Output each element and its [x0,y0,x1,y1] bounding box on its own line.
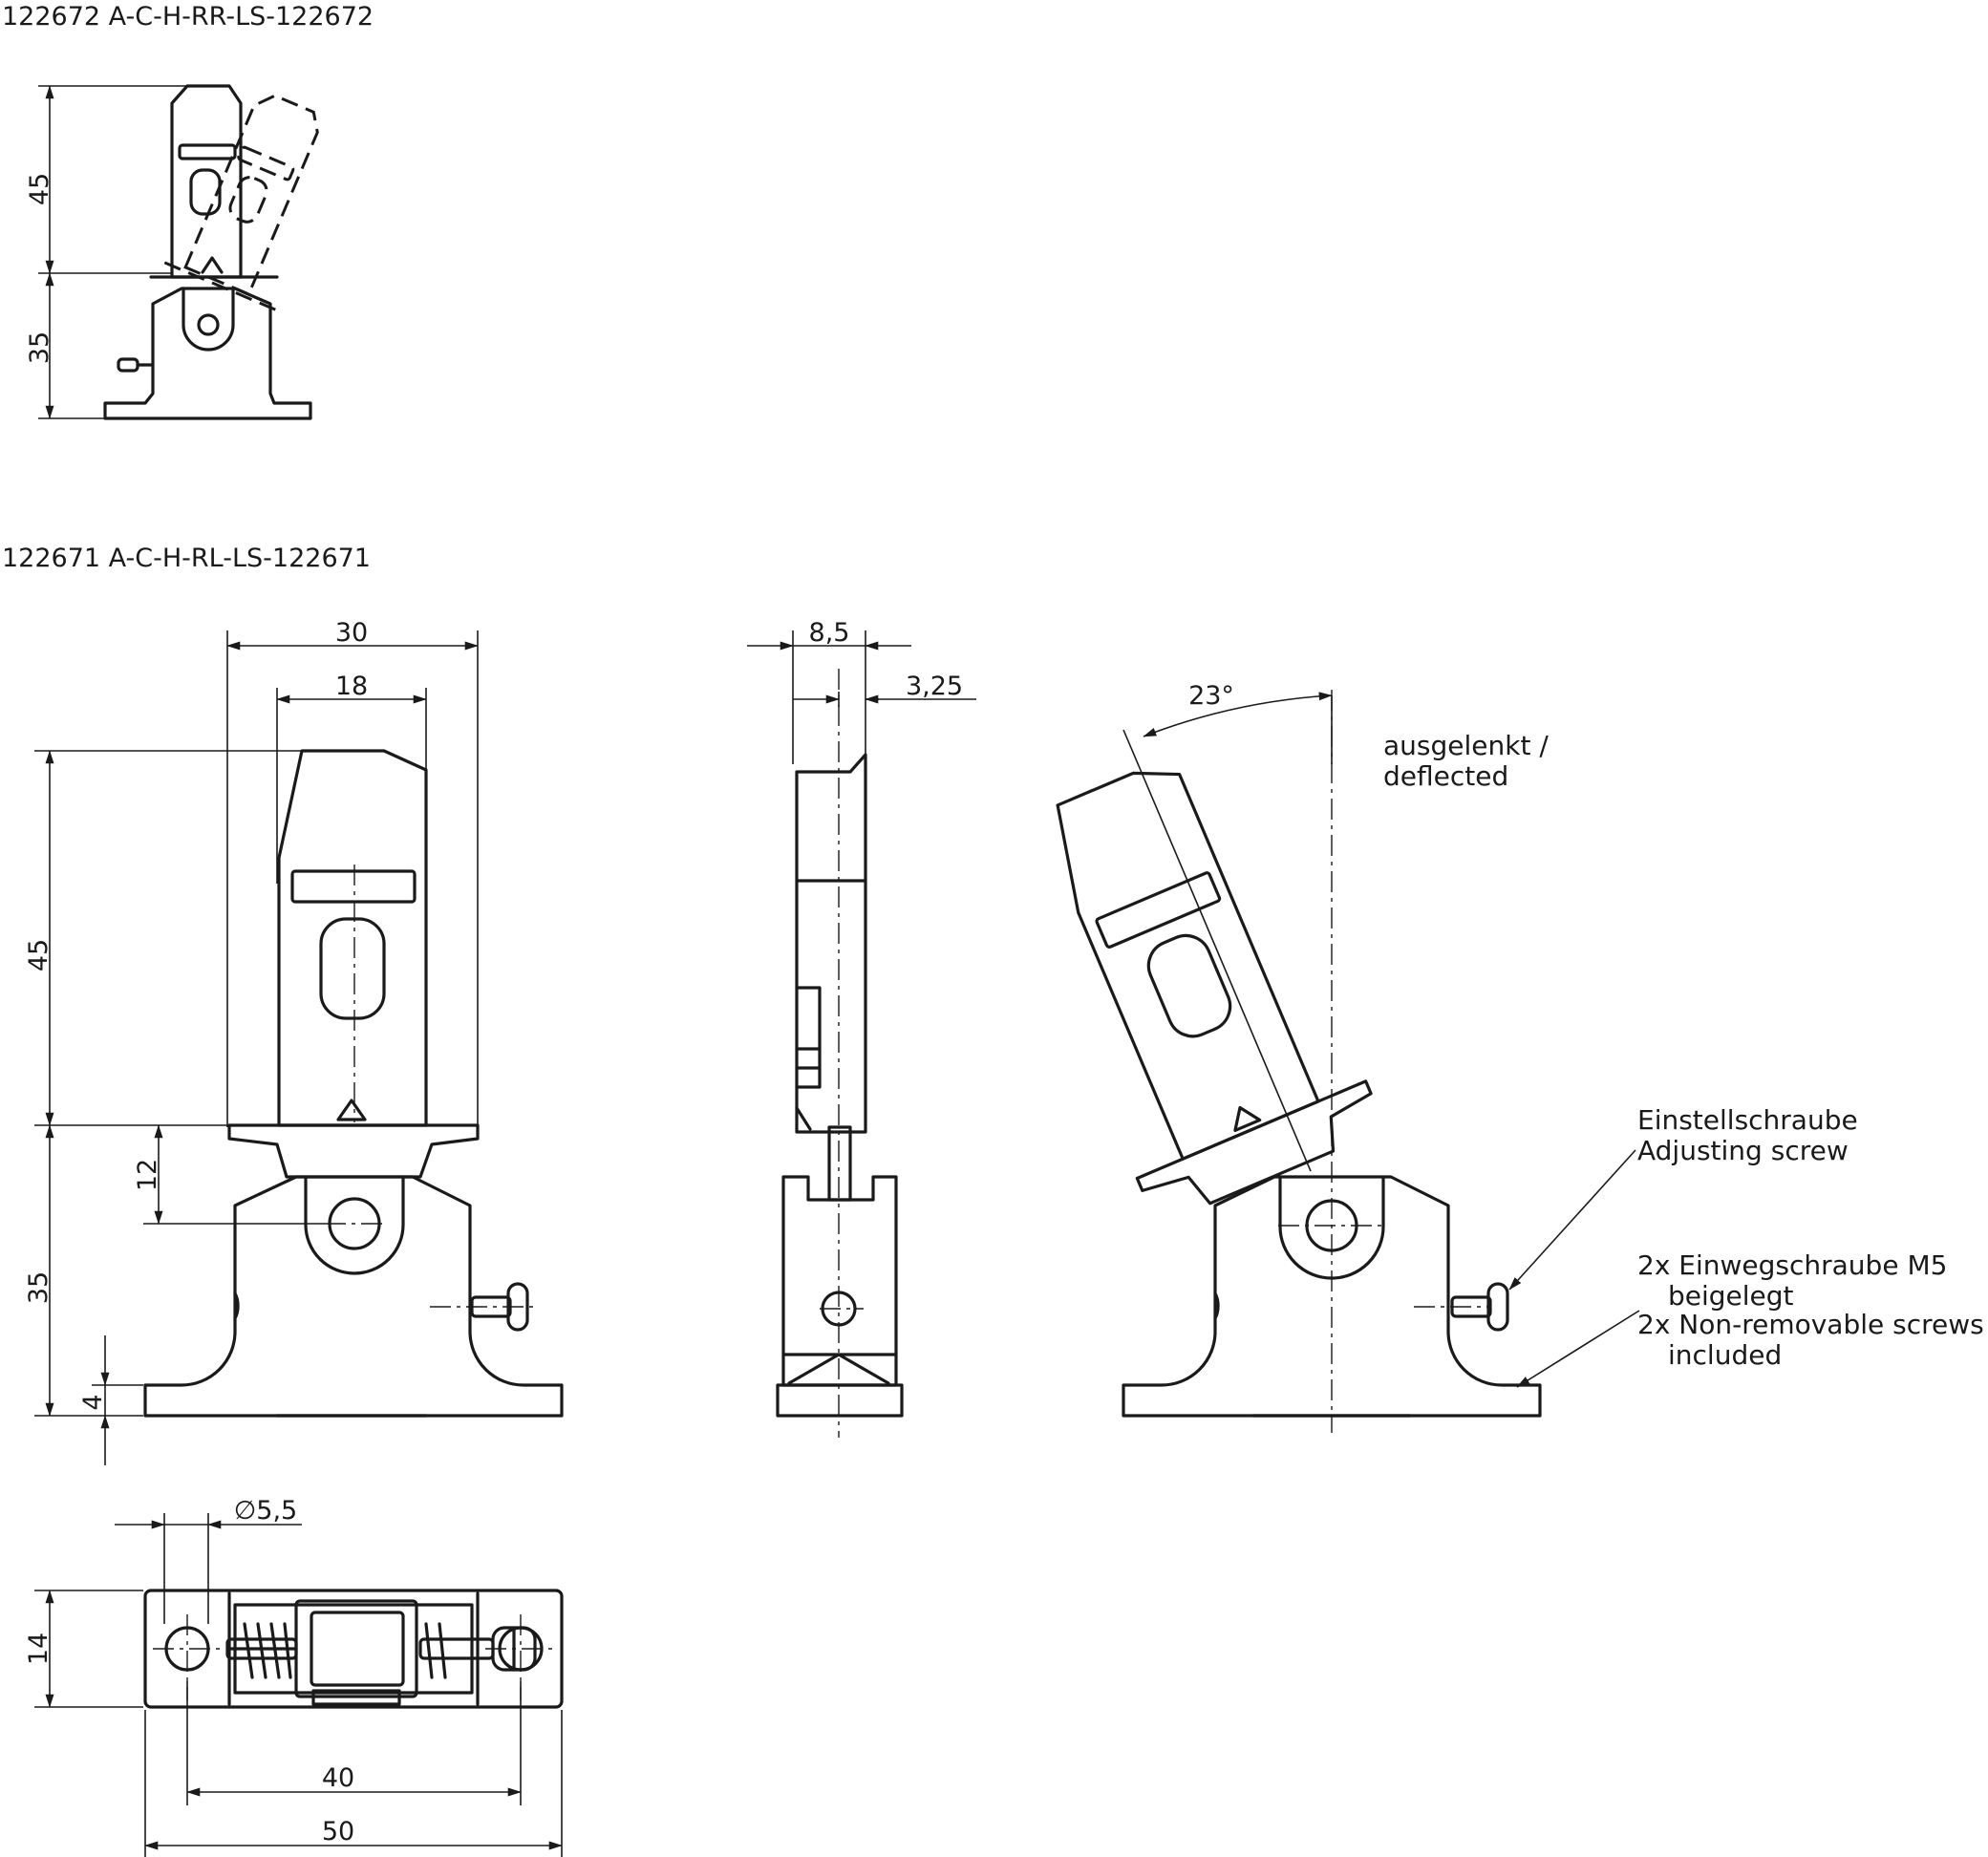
front-dim-18: 18 [335,672,368,701]
top-dim-45: 45 [25,173,54,205]
top-dim-35: 35 [25,331,54,364]
top-small-view: 45 35 [25,84,319,420]
deflected-label-en: deflected [1383,760,1508,792]
bottom-dim-dia: ∅5,5 [234,1496,297,1526]
side-view: 8,5 3,25 [747,618,976,1438]
top-cover-deflected [163,94,319,313]
bottom-view: ∅5,5 14 40 50 [24,1496,564,1857]
screws-m5-en: 2x Non-removable screws M5 [1637,1309,1988,1340]
deflected-view: 23° ausgelenkt / deflected Einstellschra… [1056,681,1988,1433]
front-dim-45: 45 [24,939,53,971]
side-dim-8-5: 8,5 [809,618,850,648]
bottom-dim-40: 40 [322,1763,354,1793]
top-cover [170,84,243,279]
side-dim-3-25: 3,25 [906,672,963,701]
front-dim-12: 12 [133,1159,162,1191]
title-top: 122672 A-C-H-RR-LS-122672 [2,2,374,32]
front-dim-30: 30 [335,618,368,648]
deflected-label-de: ausgelenkt / [1383,730,1549,761]
screw-label-en: Adjusting screw [1637,1135,1849,1166]
front-base [143,1175,564,1418]
bottom-dim-14: 14 [24,1633,53,1665]
deflected-angle: 23° [1188,681,1234,711]
front-cover [277,749,428,1127]
front-dim-35: 35 [24,1271,53,1304]
deflected-cover [1056,771,1373,1206]
side-cover [795,753,867,1134]
screws-m5-de-sub: beigelegt [1668,1280,1794,1312]
top-base [103,287,312,420]
bottom-base-plate [143,1589,564,1709]
bottom-dim-50: 50 [322,1817,354,1846]
front-view: 30 18 45 12 35 4 [24,618,564,1465]
title-main: 122671 A-C-H-RL-LS-122671 [2,544,371,573]
deflected-base [1122,1175,1542,1418]
screws-m5-de: 2x Einwegschraube M5 [1637,1249,1947,1281]
screws-m5-en-sub: included [1668,1339,1782,1371]
screw-label-de: Einstellschraube [1637,1104,1858,1136]
front-dim-4: 4 [78,1394,108,1410]
side-base [781,1175,898,1387]
